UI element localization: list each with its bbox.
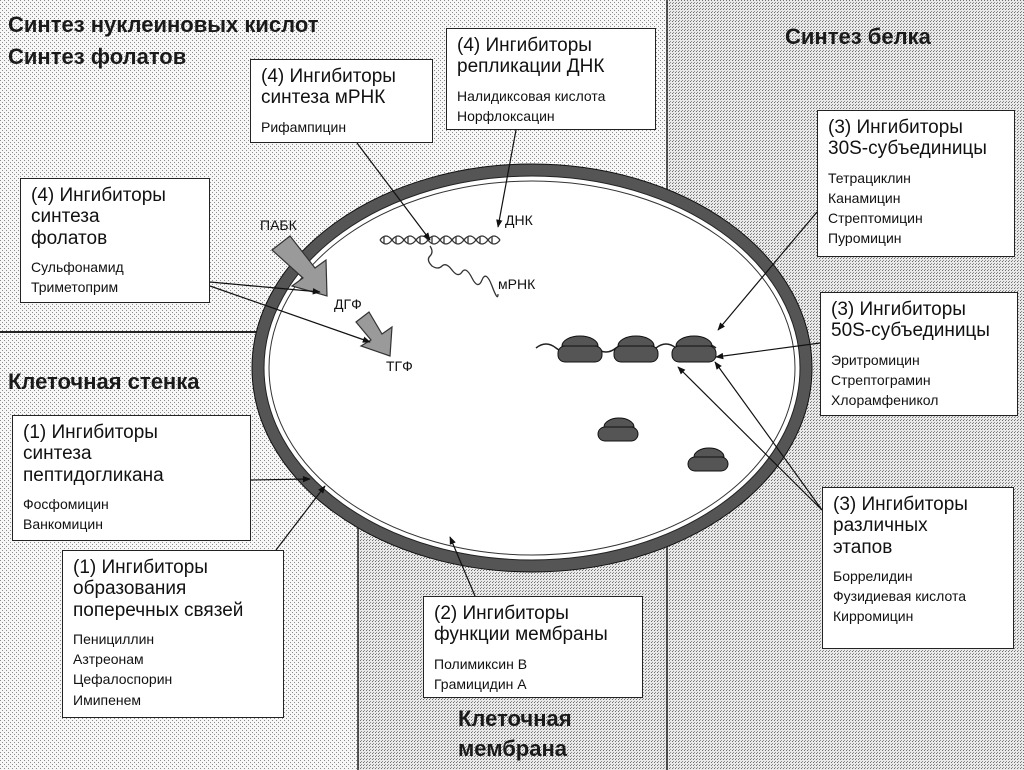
drug-item: Пенициллин [73,630,155,647]
30s-subunit-inhibitors-title: (3) Ингибиторы 30S-субъединицы [828,117,987,160]
pabk-to-dgf-arrow [271,235,328,297]
tgf-label: ТГФ [386,358,413,374]
drug-item: Фосфомицин [23,495,109,512]
various-stages-inhibitors-title: (3) Ингибиторы различных этапов [833,494,968,558]
dna-replication-inhibitors-title: (4) Ингибиторы репликации ДНК [457,35,605,78]
crosslink-inhibitors-box: (1) Ингибиторы образования поперечных св… [62,550,284,718]
drug-item: Азтреонам [73,651,144,668]
50s-subunit-inhibitors-title: (3) Ингибиторы 50S-субъединицы [831,299,990,342]
drug-item: Тетрациклин [828,169,911,186]
folate-synthesis-inhibitors-title: (4) Ингибиторы синтеза фолатов [31,185,166,249]
cell-wall-title: Клеточная стенка [8,369,200,394]
mrnk-label: мРНК [498,276,536,292]
crosslink-inhibitors-title: (1) Ингибиторы образования поперечных св… [73,557,244,621]
drug-item: Имипенем [73,691,142,708]
mrna-synthesis-inhibitors-box: (4) Ингибиторы синтеза мРНК Рифампицин [250,59,433,143]
dna-helix [379,235,501,245]
drug-item: Боррелидин [833,567,913,584]
drug-item: Канамицин [828,189,901,206]
drug-item: Стрептограмин [831,371,931,388]
dgf-label: ДГФ [334,296,362,312]
free-ribosome-1 [597,417,639,442]
peptidoglycan-inhibitors-box: (1) Ингибиторы синтеза пептидогликана Фо… [12,415,251,541]
folate-synthesis-inhibitors-box: (4) Ингибиторы синтеза фолатов Сульфонам… [20,178,210,303]
drug-item: Ванкомицин [23,516,103,533]
membrane-function-inhibitors-title: (2) Ингибиторы функции мембраны [434,603,608,646]
mrna-strand [427,245,499,298]
drug-item: Цефалоспорин [73,671,173,688]
drug-item: Полимиксин В [434,655,528,672]
drug-item: Грамицидин А [434,675,527,692]
various-stages-inhibitors-box: (3) Ингибиторы различных этапов Боррелид… [822,487,1014,649]
drug-item: Стрептомицин [828,210,923,227]
drug-item: Хлорамфеникол [831,392,939,409]
cell-membrane-title-line1: Клеточная [458,706,572,731]
pabk-label: ПАБК [260,217,297,233]
membrane-function-inhibitors-box: (2) Ингибиторы функции мембраны Полимикс… [423,596,643,698]
protein-synthesis-title: Синтез белка [785,24,931,49]
50s-subunit-inhibitors-box: (3) Ингибиторы 50S-субъединицы Эритромиц… [820,292,1018,416]
free-ribosome-2 [687,447,729,472]
dnk-label: ДНК [505,212,533,228]
drug-item: Налидиксовая кислота [457,87,606,104]
pointer-arrows [209,129,823,597]
mrna-synthesis-inhibitors-title: (4) Ингибиторы синтеза мРНК [261,66,396,109]
peptidoglycan-inhibitors-title: (1) Ингибиторы синтеза пептидогликана [23,422,164,486]
folate-synthesis-title: Синтез фолатов [8,44,187,69]
ribosome-3 [671,335,717,363]
30s-subunit-inhibitors-box: (3) Ингибиторы 30S-субъединицы Тетрацикл… [817,110,1015,257]
drug-item: Норфлоксацин [457,107,555,124]
dna-replication-inhibitors-box: (4) Ингибиторы репликации ДНК Налидиксов… [446,28,656,130]
drug-item: Пуромицин [828,230,902,247]
drug-item: Триметоприм [31,279,119,296]
cytoplasm [268,180,796,556]
drug-item: Рифампицин [261,118,347,135]
ribosome-2 [613,335,659,363]
nucleic-acid-synthesis-title: Синтез нуклеиновых кислот [8,12,319,37]
cell-membrane-title-line2: мембрана [458,736,567,761]
drug-item: Сульфонамид [31,258,124,275]
ribosome-1 [557,335,603,363]
drug-item: Фузидиевая кислота [833,588,966,605]
drug-item: Кирромицин [833,608,914,625]
drug-item: Эритромицин [831,351,920,368]
